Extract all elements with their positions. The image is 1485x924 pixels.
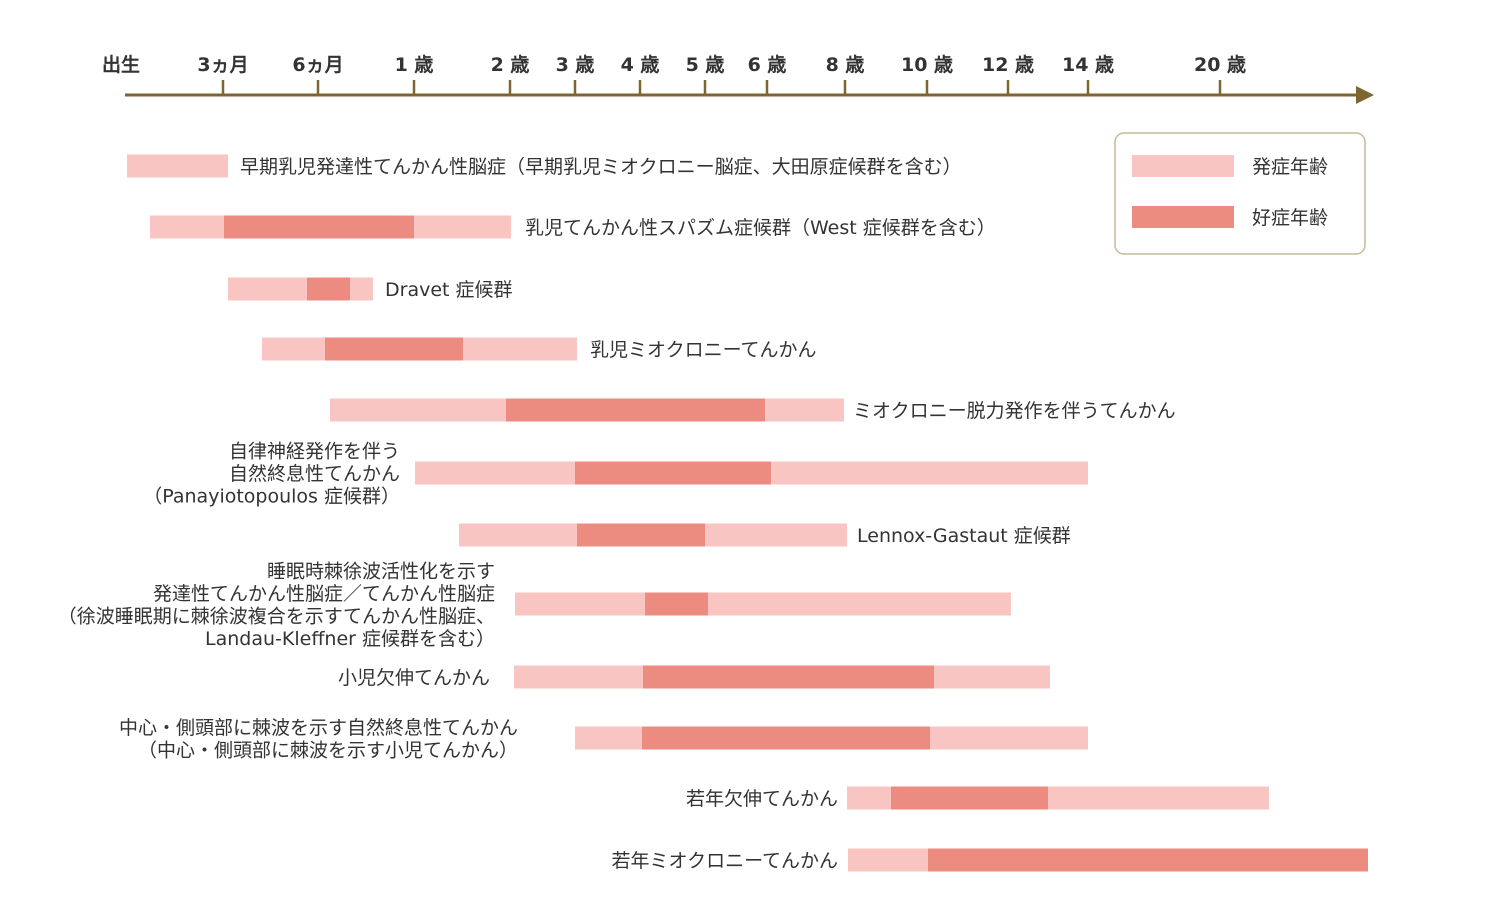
peak-bar <box>643 665 934 689</box>
peak-bar <box>506 398 765 422</box>
peak-bar <box>645 592 708 616</box>
axis-arrow-icon <box>1356 86 1374 104</box>
peak-bar <box>577 523 705 547</box>
series-label: Lennox-Gastaut 症候群 <box>857 525 1071 547</box>
row-labels: 早期乳児発達性てんかん性脳症（早期乳児ミオクロニー脳症、大田原症候群を含む） 乳児… <box>58 156 1176 872</box>
bars <box>127 154 1368 872</box>
tick-label: 2 歳 <box>491 54 530 76</box>
series-label: （Panayiotopoulos 症候群） <box>143 486 400 508</box>
series-label: 自律神経発作を伴う <box>229 441 400 463</box>
series-label: 早期乳児発達性てんかん性脳症（早期乳児ミオクロニー脳症、大田原症候群を含む） <box>240 156 962 178</box>
series-label: 自然終息性てんかん <box>229 463 400 485</box>
tick-label: 3 歳 <box>556 54 595 76</box>
legend-label: 発症年齢 <box>1252 156 1328 178</box>
peak-bar <box>928 848 1368 872</box>
onset-bar <box>515 592 1011 616</box>
tick-label: 10 歳 <box>901 54 953 76</box>
tick-label: 出生 <box>102 53 140 76</box>
series-label: 若年欠伸てんかん <box>686 788 838 810</box>
series-label: 乳児てんかん性スパズム症候群（West 症候群を含む） <box>525 217 996 239</box>
legend-box <box>1114 132 1366 255</box>
peak-bar <box>307 277 350 301</box>
tick-label: 8 歳 <box>826 54 865 76</box>
tick-label: 4 歳 <box>621 54 660 76</box>
peak-bar <box>224 215 414 239</box>
legend-label: 好症年齢 <box>1252 207 1328 229</box>
legend-swatch <box>1132 206 1234 228</box>
peak-bar <box>642 726 930 750</box>
series-label: 乳児ミオクロニーてんかん <box>590 339 816 361</box>
tick-label: 5 歳 <box>686 54 725 76</box>
tick-label: 1 歳 <box>395 54 434 76</box>
legend-swatch <box>1132 155 1234 177</box>
peak-bar <box>325 337 463 361</box>
series-label: ミオクロニー脱力発作を伴うてんかん <box>853 400 1176 422</box>
series-label: （徐波睡眠期に棘徐波複合を示すてんかん性脳症、 <box>58 605 495 627</box>
onset-bar <box>127 154 228 178</box>
tick-label: 14 歳 <box>1062 54 1114 76</box>
tick-label: 20 歳 <box>1194 54 1246 76</box>
series-label: Landau-Kleffner 症候群を含む） <box>205 628 495 650</box>
time-axis: 出生 3ヵ月 6ヵ月 1 歳 2 歳 3 歳 4 歳 5 歳 6 歳 8 歳 10 歳 12 歳 14 … <box>102 53 1374 104</box>
series-label: 小児欠伸てんかん <box>338 667 490 689</box>
series-label: 発達性てんかん性脳症／てんかん性脳症 <box>153 583 495 605</box>
peak-bar <box>575 461 771 485</box>
tick-label: 3ヵ月 <box>197 54 248 76</box>
series-label: （中心・側頭部に棘波を示す小児てんかん） <box>138 739 518 761</box>
series-label: 若年ミオクロニーてんかん <box>612 850 838 872</box>
peak-bar <box>891 786 1048 810</box>
series-label: 中心・側頭部に棘波を示す自然終息性てんかん <box>119 717 518 739</box>
onset-bar <box>228 277 373 301</box>
series-label: 睡眠時棘徐波活性化を示す <box>267 560 495 582</box>
tick-label: 6ヵ月 <box>292 54 343 76</box>
tick-label: 12 歳 <box>982 54 1034 76</box>
series-label: Dravet 症候群 <box>385 279 513 301</box>
tick-label: 6 歳 <box>748 54 787 76</box>
